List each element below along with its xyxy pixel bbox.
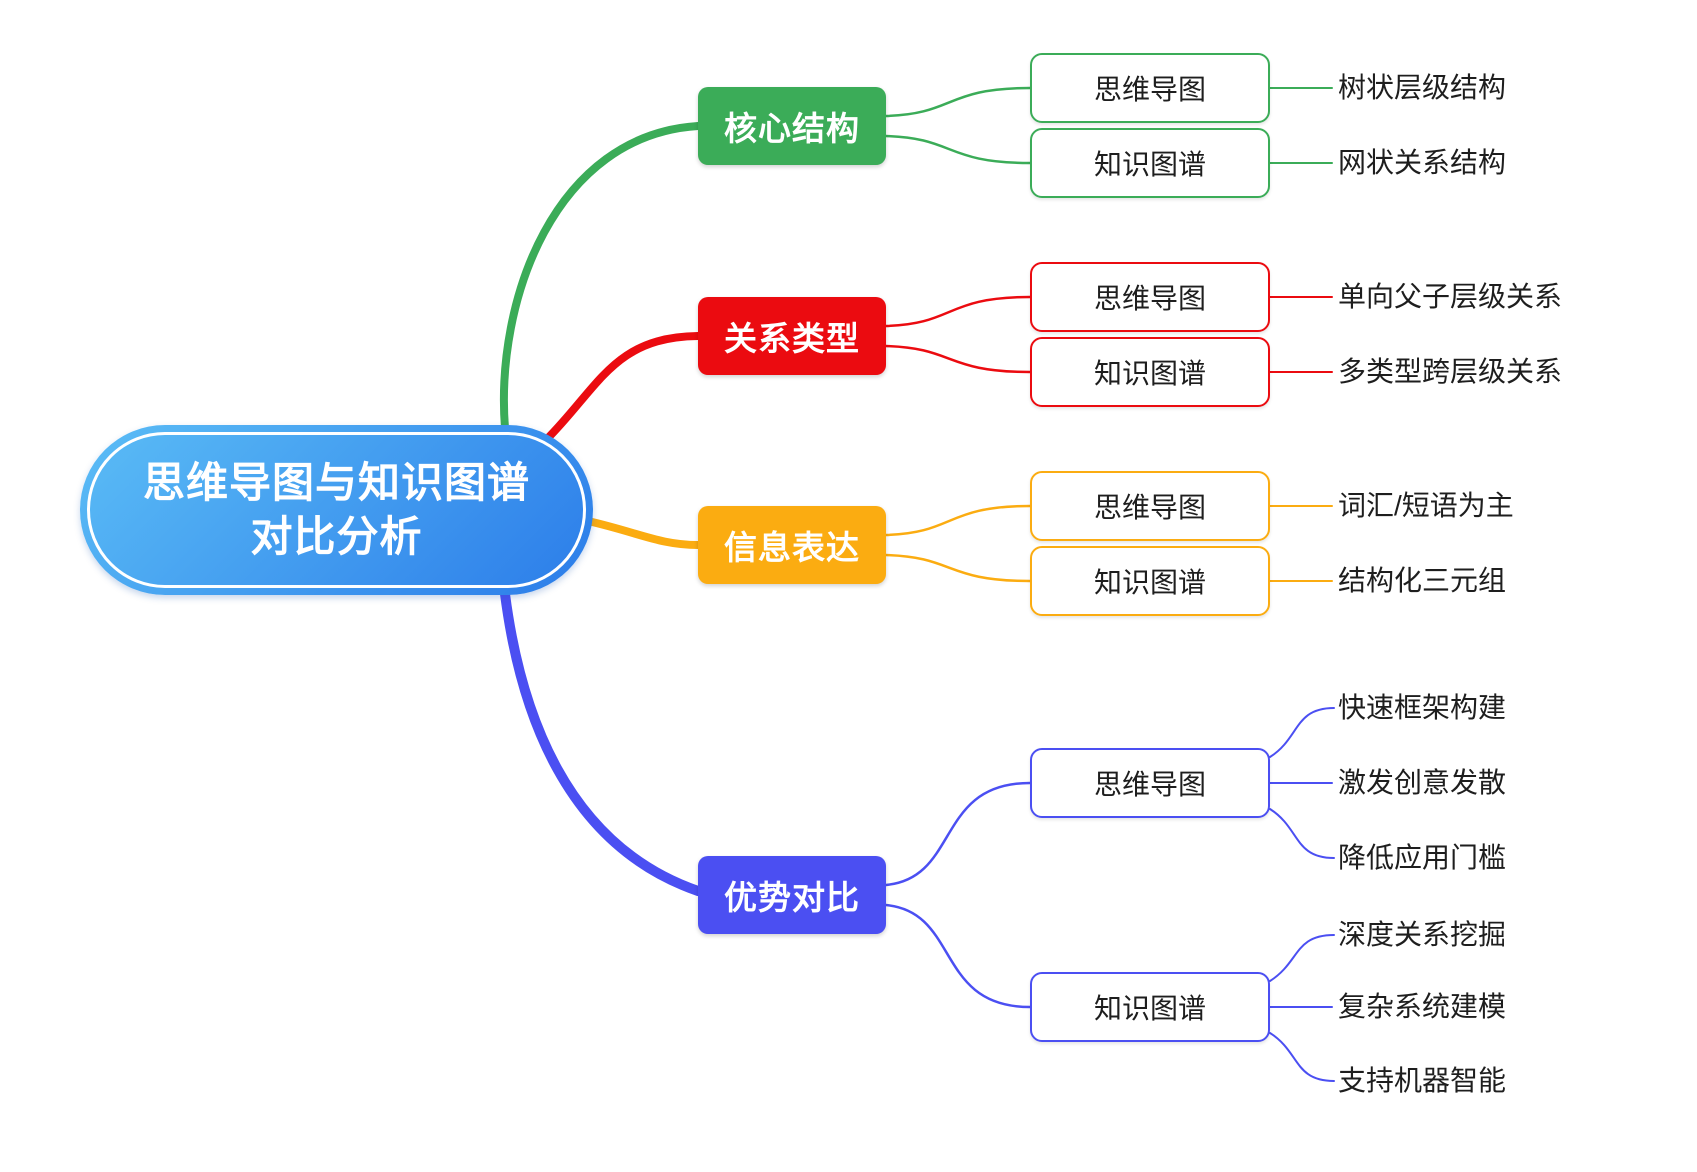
connector-branch-child bbox=[884, 781, 1032, 887]
connector-root-core-structure bbox=[500, 122, 702, 432]
connector-branch-child bbox=[884, 134, 1032, 165]
branch-topic-relation-type[interactable]: 关系类型 bbox=[698, 297, 886, 375]
subtopic-mindmap[interactable]: 思维导图 bbox=[1030, 471, 1270, 541]
leaf-label[interactable]: 深度关系挖掘 bbox=[1338, 919, 1507, 951]
root-label-line2: 对比分析 bbox=[250, 513, 423, 560]
leaf-label[interactable]: 树状层级结构 bbox=[1338, 72, 1507, 104]
connector-child-leaf bbox=[1269, 707, 1335, 758]
leaf-label[interactable]: 快速框架构建 bbox=[1338, 692, 1507, 724]
connector-branch-child bbox=[884, 344, 1032, 374]
leaf-label[interactable]: 词汇/短语为主 bbox=[1338, 490, 1514, 522]
connector-child-leaf bbox=[1269, 934, 1335, 982]
connector-branch-child bbox=[884, 504, 1032, 537]
root-label-line1: 思维导图与知识图谱 bbox=[142, 459, 530, 507]
leaf-label[interactable]: 结构化三元组 bbox=[1338, 565, 1507, 597]
subtopic-mindmap[interactable]: 思维导图 bbox=[1030, 748, 1270, 818]
branch-topic-core-structure[interactable]: 核心结构 bbox=[698, 87, 886, 165]
leaf-label[interactable]: 降低应用门槛 bbox=[1338, 842, 1507, 874]
subtopic-knowledge-graph[interactable]: 知识图谱 bbox=[1030, 337, 1270, 407]
leaf-label[interactable]: 多类型跨层级关系 bbox=[1338, 356, 1563, 388]
connector-child-leaf bbox=[1269, 1032, 1335, 1082]
branch-topic-info-expression[interactable]: 信息表达 bbox=[698, 506, 886, 584]
subtopic-knowledge-graph[interactable]: 知识图谱 bbox=[1030, 546, 1270, 616]
root-node-label: 思维导图与知识图谱 对比分析 bbox=[143, 456, 530, 564]
connector-root-advantage bbox=[500, 589, 703, 896]
subtopic-knowledge-graph[interactable]: 知识图谱 bbox=[1030, 972, 1270, 1042]
subtopic-mindmap[interactable]: 思维导图 bbox=[1030, 262, 1270, 332]
leaf-label[interactable]: 单向父子层级关系 bbox=[1338, 281, 1563, 313]
connector-child-leaf bbox=[1269, 808, 1335, 859]
subtopic-mindmap[interactable]: 思维导图 bbox=[1030, 53, 1270, 123]
connector-root-relation-type bbox=[544, 332, 702, 442]
leaf-label[interactable]: 激发创意发散 bbox=[1338, 767, 1507, 799]
branch-topic-advantage[interactable]: 优势对比 bbox=[698, 856, 886, 934]
connector-root-info-expression bbox=[584, 517, 702, 549]
leaf-label[interactable]: 网状关系结构 bbox=[1338, 147, 1507, 179]
connector-branch-child bbox=[884, 295, 1032, 328]
subtopic-knowledge-graph[interactable]: 知识图谱 bbox=[1030, 128, 1270, 198]
connector-branch-child bbox=[884, 86, 1032, 118]
connector-branch-child bbox=[884, 903, 1032, 1009]
leaf-label[interactable]: 复杂系统建模 bbox=[1338, 991, 1507, 1023]
root-node[interactable]: 思维导图与知识图谱 对比分析 bbox=[80, 425, 593, 595]
connector-branch-child bbox=[884, 553, 1032, 583]
leaf-label[interactable]: 支持机器智能 bbox=[1338, 1065, 1507, 1097]
